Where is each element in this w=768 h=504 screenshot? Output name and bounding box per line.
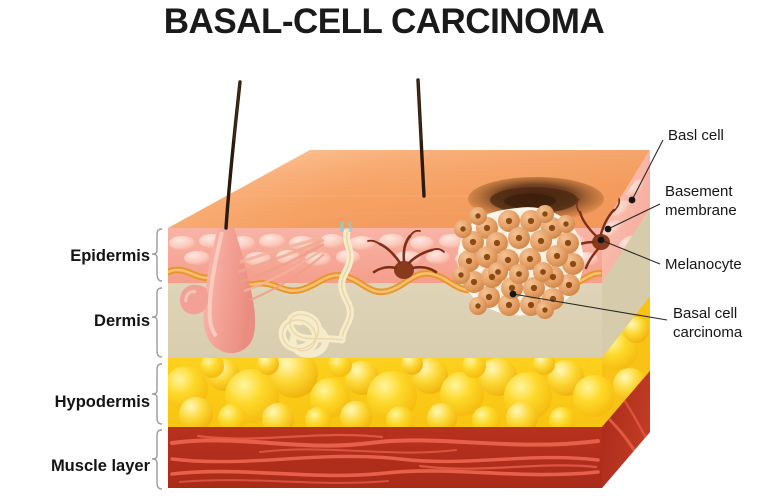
layer-label-hypodermis: Hypodermis <box>54 393 150 411</box>
tumor-cells <box>452 205 584 319</box>
tumor-lesion-crater <box>468 177 604 221</box>
sweat-gland-duct <box>338 228 354 344</box>
callout-dots <box>509 196 636 298</box>
callout-label-basal-cell-carcinoma: Basal cell carcinoma <box>673 305 743 341</box>
layer-label-epidermis: Epidermis <box>70 247 150 265</box>
callout-label-melanocyte: Melanocyte <box>665 256 742 273</box>
layer-brackets <box>151 228 163 490</box>
callout-leader-lines <box>512 139 668 321</box>
callout-label-basl-cell: Basl cell <box>668 127 724 144</box>
melanocyte-epidermal <box>367 229 445 279</box>
hair-shaft-left <box>224 80 242 230</box>
muscle-fiber-striations <box>170 398 650 484</box>
layer-label-dermis: Dermis <box>94 312 150 330</box>
callout-label-basement-membrane: Basement membrane <box>665 183 737 219</box>
hair-follicle-bulb <box>203 228 256 354</box>
page-title: BASAL-CELL CARCINOMA <box>163 2 605 41</box>
sweat-gland-coil <box>278 311 346 358</box>
hair-shaft-right <box>416 78 426 198</box>
sebaceous-gland-lobe <box>180 284 209 315</box>
basal-cell-carcinoma-mass <box>452 205 584 319</box>
sweat-pore <box>340 222 352 232</box>
muscle-layer-block <box>168 371 650 488</box>
layer-label-muscle-layer: Muscle layer <box>50 457 150 475</box>
arrector-pili-muscle <box>237 236 325 302</box>
